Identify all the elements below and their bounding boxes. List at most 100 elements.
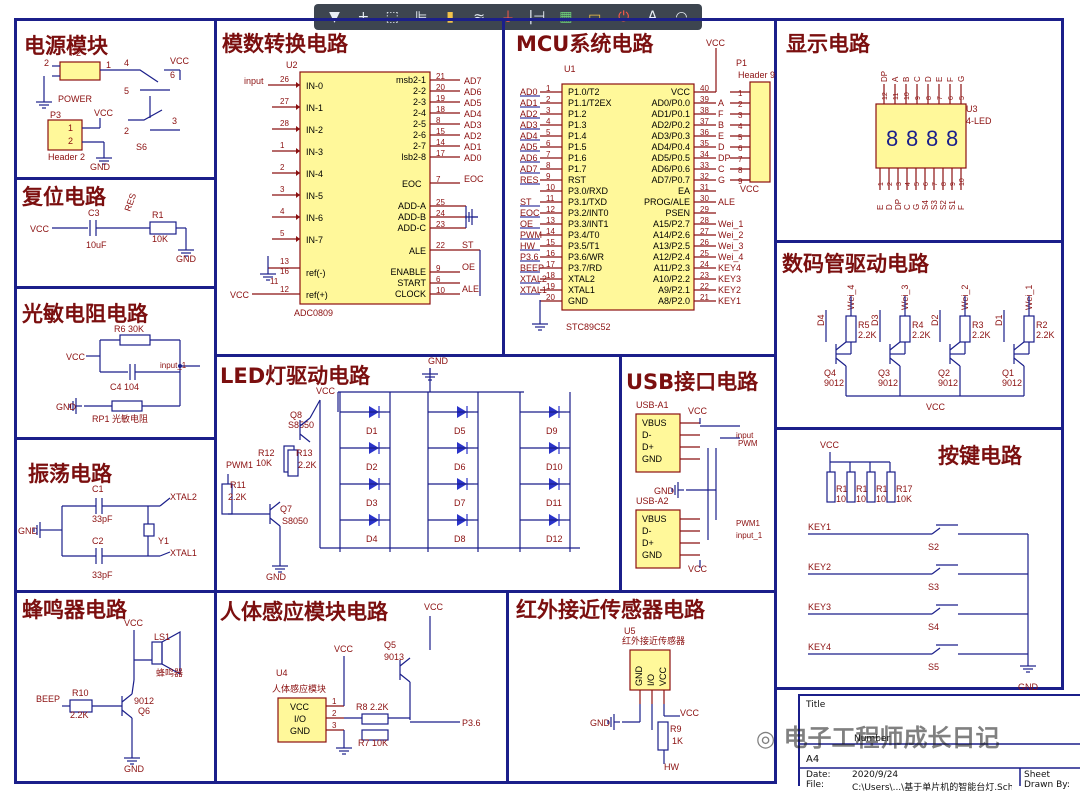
label: KEY3	[718, 274, 741, 284]
panel-keys	[774, 427, 1064, 690]
label: P1.7	[568, 164, 587, 174]
label: PSEN	[665, 208, 690, 218]
label: E	[718, 131, 724, 141]
label: 9013	[384, 652, 404, 662]
label: START	[397, 278, 426, 288]
label: PWM1	[226, 460, 253, 470]
resistor-r7	[361, 729, 389, 741]
label: 28	[280, 119, 289, 128]
label: U4	[276, 668, 288, 678]
switch	[931, 607, 941, 615]
power-jack	[59, 61, 101, 81]
label: 2-7	[413, 141, 426, 151]
plus-icon[interactable]: +	[357, 9, 370, 25]
label: Q5	[384, 640, 396, 650]
label: P3.5/T1	[568, 241, 600, 251]
title-power: 电源模块	[24, 33, 108, 58]
net-label: ST	[520, 197, 532, 207]
label: S4	[928, 622, 939, 632]
label: VCC	[66, 352, 86, 362]
bus-icon[interactable]: |⊣	[528, 9, 546, 25]
digit-glyph: 8	[926, 126, 938, 151]
label: Q1	[1002, 368, 1014, 378]
watermark: ◎ 电子工程师成长日记	[756, 718, 1000, 753]
label: ref(-)	[306, 268, 326, 278]
label: 3	[546, 106, 551, 115]
transistor-q3	[889, 357, 901, 367]
label: P3.6/WR	[568, 252, 605, 262]
label: PROG/ALE	[644, 197, 690, 207]
label: 12	[882, 92, 889, 100]
label: C	[718, 164, 725, 174]
label: D-	[642, 430, 652, 440]
label: DP	[880, 71, 889, 82]
label: LS1	[154, 632, 170, 642]
label: R10	[72, 688, 89, 698]
label: 7	[738, 155, 743, 164]
label: 13	[280, 257, 289, 266]
label: 1	[68, 123, 73, 133]
label: BEEP	[36, 694, 60, 704]
component-icon[interactable]: ▮	[446, 9, 454, 25]
label: P3.4/T0	[568, 230, 600, 240]
label: VCC	[926, 402, 946, 412]
net-label: RES	[520, 175, 539, 185]
label: 1K	[672, 736, 683, 746]
label: 27	[700, 227, 709, 236]
label: ALE	[462, 284, 479, 294]
port-icon[interactable]: ▭	[588, 9, 602, 25]
label: ALE	[409, 246, 426, 256]
label: 15	[436, 127, 445, 136]
label: 5	[959, 96, 966, 100]
label: Header 9	[738, 70, 775, 80]
label: GND	[124, 764, 145, 774]
label: A	[718, 98, 724, 108]
wave-icon[interactable]: ≈	[473, 9, 485, 25]
power-icon[interactable]: ⏻	[618, 9, 630, 25]
label: 29	[700, 205, 709, 214]
label: R8 2.2K	[356, 702, 389, 712]
label: 14	[546, 227, 555, 236]
label: D-	[642, 526, 652, 536]
align-icon[interactable]: ⊫	[415, 9, 428, 25]
sheet-label: Sheet	[1024, 770, 1051, 780]
select-rect-icon[interactable]: ⬚	[385, 9, 399, 25]
label: GND	[634, 666, 644, 687]
label: input	[244, 76, 264, 86]
label: F	[957, 205, 966, 210]
label: D	[885, 204, 894, 210]
label: 10K	[876, 494, 892, 504]
label: 8	[926, 96, 933, 100]
title-display: 显示电路	[786, 31, 870, 56]
label: C2	[92, 536, 104, 546]
filter-icon[interactable]: ▼	[329, 9, 340, 25]
header9	[749, 81, 771, 183]
arc-icon[interactable]: ◠	[675, 9, 688, 25]
label: 1	[738, 89, 743, 98]
label: 10K	[856, 494, 872, 504]
resistor-r4	[899, 315, 911, 343]
label: VCC	[671, 87, 691, 97]
label: AD2	[464, 131, 482, 141]
label: VCC	[290, 702, 310, 712]
label: E	[935, 77, 944, 82]
chip-icon[interactable]: ▦	[559, 9, 573, 25]
date-label: Date:	[806, 770, 831, 780]
net-label: HW	[520, 241, 535, 251]
label: GND	[568, 296, 589, 306]
label: P1.6	[568, 153, 587, 163]
label: Wei_4	[718, 252, 743, 262]
label: 5	[546, 128, 551, 137]
transistor-q7	[269, 501, 281, 511]
label: 26	[700, 238, 709, 247]
label: 2	[738, 100, 743, 109]
switch-s6	[128, 69, 159, 83]
number-label: Number	[854, 734, 891, 744]
label: P3.6	[462, 718, 481, 728]
label: 18	[436, 105, 445, 114]
label: IN-2	[306, 125, 323, 135]
text-icon[interactable]: A	[647, 9, 658, 25]
drawn-label: Drawn By:	[1024, 780, 1070, 790]
transistor-q8	[299, 433, 311, 443]
net-label: AD4	[520, 131, 538, 141]
